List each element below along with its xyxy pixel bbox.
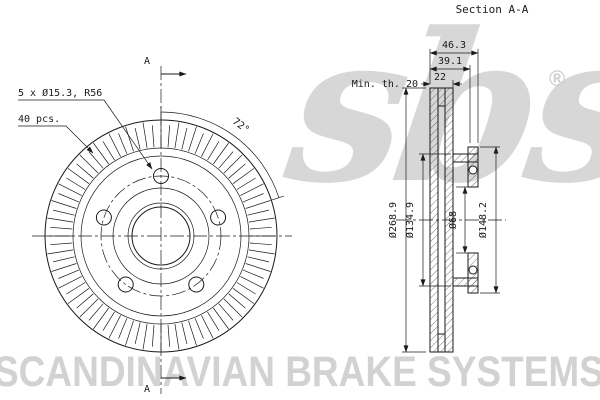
registered-trademark-icon: ®: [549, 66, 566, 91]
center-bore: [131, 206, 191, 266]
bottom-vane: [437, 333, 446, 353]
section-view: Section A-A 46.3 39.1: [352, 3, 529, 353]
bolt-hole: [95, 209, 112, 226]
top-vane: [437, 87, 446, 107]
bolt-holes: [95, 168, 227, 293]
bore-chamfer-edge: [127, 202, 195, 270]
overall-width-dim: 46.3: [442, 40, 466, 51]
flange-bolt-hole: [468, 265, 478, 275]
section-marker-top: A: [144, 56, 150, 67]
friction-band-inner-edge: [72, 147, 250, 325]
disc-thickness-dim: 22: [434, 72, 446, 83]
flange-diameter-dim: Ø148.2: [477, 202, 489, 238]
section-title: Section A-A: [456, 3, 529, 16]
friction-surface-edge: [80, 155, 242, 317]
outer-diameter-dim: Ø268.9: [387, 202, 399, 238]
company-name-watermark: SCANDINAVIAN BRAKE SYSTEMS: [0, 348, 600, 396]
front-view: 72° 5 x Ø15.3, R56 40 pcs. A A: [18, 56, 292, 395]
angle-label: 72°: [230, 116, 251, 136]
flange-bolt-hole: [468, 165, 478, 175]
min-thickness-note: Min. th. 20: [352, 79, 418, 90]
leader-line: [65, 125, 94, 154]
vane-count-label: 40 pcs.: [18, 114, 60, 125]
bore-diameter-dim: Ø68: [447, 211, 459, 229]
hub-outer-edge: [112, 187, 210, 285]
angle-dimension-arc: [160, 111, 280, 198]
leader-line: [103, 99, 153, 170]
outer-friction-plate: [429, 87, 439, 353]
bolt-holes-label: 5 x Ø15.3, R56: [18, 87, 102, 99]
section-marker-bottom: A: [144, 384, 150, 395]
vane-hatch-marks: [46, 121, 276, 351]
hat-width-dim: 39.1: [438, 56, 462, 67]
hat-diameter-dim: Ø134.9: [404, 202, 416, 238]
bolt-hole: [210, 209, 227, 226]
bolt-hole: [153, 168, 169, 184]
bolt-circle-centerline: [100, 175, 222, 297]
inner-friction-plate: [444, 87, 454, 353]
bolt-hole: [188, 276, 205, 293]
angle-arc-tick: [271, 195, 284, 201]
bolt-hole: [117, 276, 134, 293]
